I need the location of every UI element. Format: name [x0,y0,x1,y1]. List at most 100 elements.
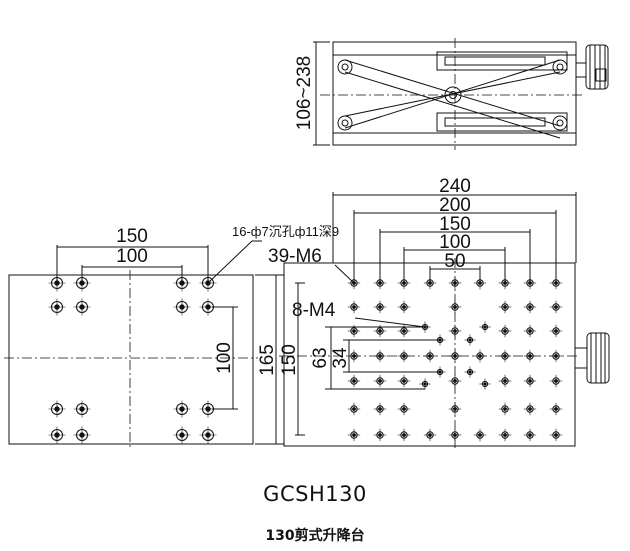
counterbore-hole [173,400,191,418]
left-dim-vertical-100: 100 [214,342,235,374]
m6-tapped-hole [448,276,462,290]
right-dim-150: 150 [439,214,471,235]
right-dim-63: 63 [310,347,331,368]
m6-tapped-hole [347,374,361,388]
m6-tapped-hole [549,300,563,314]
m6-tapped-hole [523,374,537,388]
counterbore-hole [48,274,66,292]
side-view [313,38,609,150]
m6-tapped-hole [498,374,512,388]
m4-tapped-hole [479,378,491,390]
m6-tapped-hole [347,276,361,290]
height-range-label: 106~238 [294,56,315,131]
m4-tapped-hole [479,321,491,333]
m6-tapped-hole [373,349,387,363]
m6-tapped-hole [448,374,462,388]
counterbore-hole [199,426,217,444]
m6-tapped-hole [473,428,487,442]
left-dim-150: 150 [116,226,148,247]
m6-tapped-hole [448,324,462,338]
m4-tapped-hole [419,378,431,390]
m6-tapped-hole [347,402,361,416]
m4-tapped-hole [464,334,476,346]
m6-tapped-hole [523,324,537,338]
right-dim-100: 100 [439,232,471,253]
m6-tapped-hole [523,300,537,314]
m6-tapped-hole [373,402,387,416]
m6-tapped-hole [397,402,411,416]
side-frame [332,41,577,146]
m6-tapped-hole [549,402,563,416]
pivot-points [337,59,568,131]
m6-tapped-hole [549,324,563,338]
m6-tapped-hole [549,428,563,442]
m4-tapped-hole [464,366,476,378]
m6-tapped-hole [498,428,512,442]
m4-tapped-hole [434,366,446,378]
m6-tapped-hole [423,428,437,442]
m6-tapped-hole [448,402,462,416]
counterbore-hole [173,274,191,292]
m6-tapped-hole [448,428,462,442]
m6-tapped-hole [373,428,387,442]
adjustment-knob [575,44,609,90]
m6-tapped-hole [347,324,361,338]
left-plate-outline [8,274,254,445]
counterbore-hole [48,298,66,316]
m6-tapped-hole [549,349,563,363]
m6-tapped-hole [473,276,487,290]
m6-tapped-hole [498,402,512,416]
right-dim-50: 50 [444,251,465,272]
hole-note: 16-ф7沉孔ф11深9 [232,224,339,239]
right-dim-34: 34 [330,347,351,369]
tapped-holes [347,276,563,442]
m6-tapped-hole [448,349,462,363]
right-top-plate-view [255,192,610,451]
m6-tapped-hole [549,276,563,290]
m4-tapped-hole [434,334,446,346]
m6-tapped-hole [448,300,462,314]
right-adjustment-knob [574,332,610,384]
right-dim-150-vertical: 150 [279,344,300,376]
right-dim-165: 165 [257,344,278,376]
m6-tapped-hole [523,276,537,290]
m6-tapped-hole [498,276,512,290]
counterbore-hole [48,400,66,418]
m6-tapped-hole [498,349,512,363]
m6-tapped-hole [373,276,387,290]
m6-tapped-hole [498,324,512,338]
m6-tapped-hole [397,428,411,442]
counterbore-hole [73,400,91,418]
counterbore-holes [48,274,217,444]
product-description: 130剪式升降台 [265,528,365,544]
m6-tapped-hole [397,349,411,363]
m6-tapped-hole [423,349,437,363]
m6-tapped-hole [549,374,563,388]
m6-tapped-hole [523,402,537,416]
tapped-holes-m4-label: 8-M4 [292,300,336,321]
counterbore-hole [73,298,91,316]
model-number: GCSH130 [263,482,367,506]
left-top-plate-view [4,240,262,449]
m6-tapped-hole [373,300,387,314]
right-dim-200: 200 [439,195,471,216]
counterbore-hole [199,400,217,418]
counterbore-hole [48,426,66,444]
counterbore-hole [173,426,191,444]
left-dim-100: 100 [116,246,148,267]
counterbore-hole [73,426,91,444]
right-dim-240: 240 [439,176,471,197]
tapped-holes-m6-label: 39-M6 [268,246,322,267]
m4-tapped-hole [419,321,431,333]
m6-tapped-hole [498,300,512,314]
m6-tapped-hole [397,374,411,388]
m6-tapped-hole [347,349,361,363]
m6-tapped-hole [523,428,537,442]
counterbore-hole [199,298,217,316]
counterbore-hole [199,274,217,292]
m6-tapped-hole [397,276,411,290]
m6-tapped-hole [347,300,361,314]
m6-tapped-hole [347,428,361,442]
m6-tapped-hole [397,324,411,338]
counterbore-hole [73,274,91,292]
